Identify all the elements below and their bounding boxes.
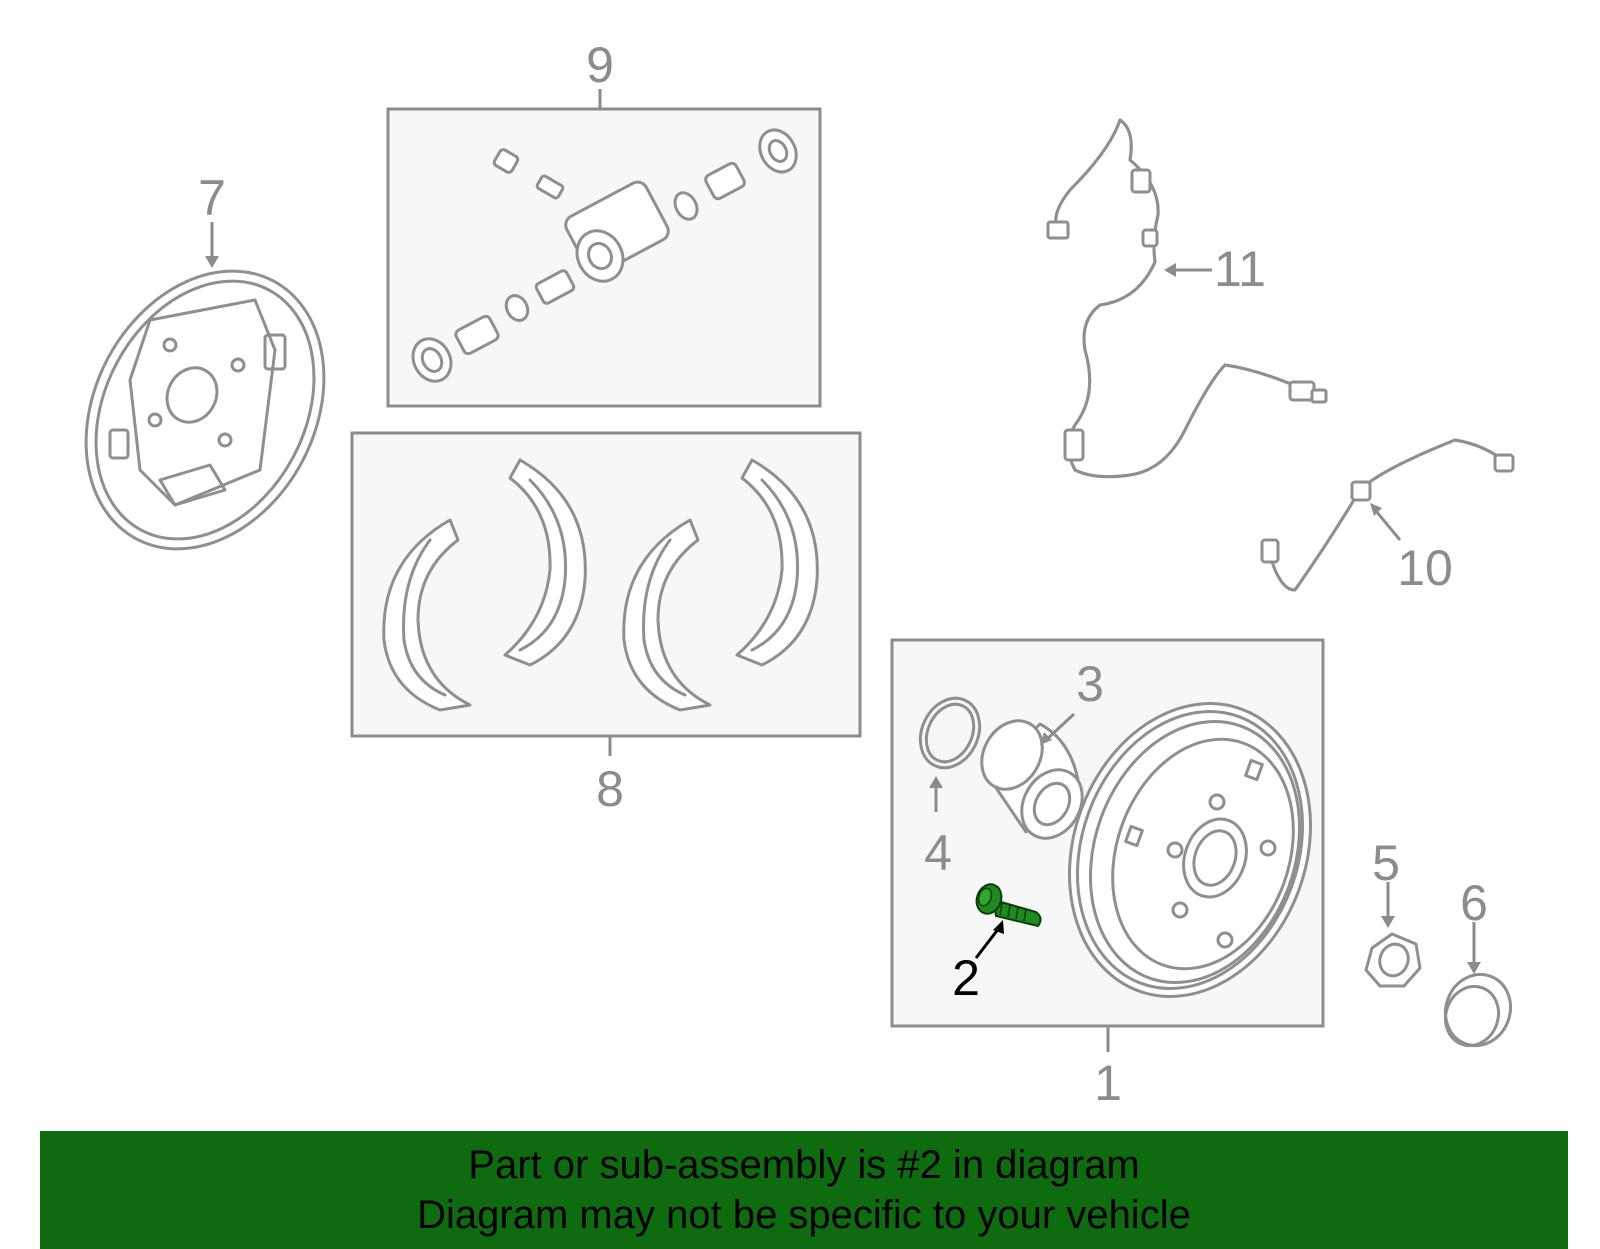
backing-plate-group[interactable] — [39, 222, 370, 591]
callout-4: 4 — [924, 825, 952, 881]
callout-7: 7 — [198, 170, 226, 226]
callout-2: 2 — [952, 950, 980, 1006]
grease-cap-icon — [1444, 972, 1512, 1048]
arrow-3 — [1040, 732, 1052, 745]
arrow-5 — [1381, 916, 1395, 928]
brake-line-icon — [1260, 438, 1515, 592]
arrow-4 — [929, 776, 943, 788]
callout-6: 6 — [1460, 875, 1488, 931]
arrow-7 — [205, 256, 219, 268]
leader-2 — [974, 927, 1001, 959]
callout-8: 8 — [596, 761, 624, 817]
arrow-11 — [1164, 263, 1176, 277]
callout-11: 11 — [1214, 241, 1266, 297]
hub-drum-group[interactable] — [890, 638, 1350, 1052]
callout-5: 5 — [1372, 835, 1400, 891]
banner-line-2: Diagram may not be specific to your vehi… — [417, 1193, 1191, 1237]
leader-10 — [1374, 510, 1402, 541]
callout-9: 9 — [586, 37, 614, 93]
grease-cap-group[interactable] — [1436, 922, 1521, 1055]
hub-nut-icon — [1364, 932, 1422, 988]
parts-diagram: 1 2 3 4 5 6 7 8 9 10 11 — [39, 37, 1521, 1111]
leader-3 — [1044, 712, 1076, 742]
wheel-bolt-icon[interactable] — [973, 881, 1042, 928]
arrow-10 — [1370, 503, 1382, 516]
brake-shoe-icon — [382, 458, 819, 712]
brake-shoes-group[interactable] — [350, 431, 862, 756]
callout-1: 1 — [1094, 1055, 1122, 1111]
brake-line-group[interactable] — [1260, 438, 1515, 592]
abs-sensor-group[interactable] — [1046, 118, 1328, 479]
arrow-2 — [993, 920, 1004, 934]
hub-nut-group[interactable] — [1364, 882, 1422, 988]
callout-3: 3 — [1076, 656, 1104, 712]
wheel-cylinder-icon — [411, 128, 798, 383]
backing-plate-icon — [84, 269, 326, 551]
wheel-cylinder-group[interactable] — [386, 89, 822, 408]
abs-sensor-icon — [1046, 118, 1328, 479]
wheel-bearing-icon — [980, 719, 1084, 840]
snap-ring-icon — [918, 696, 982, 770]
info-banner: Part or sub-assembly is #2 in diagram Di… — [40, 1131, 1568, 1249]
banner-line-1: Part or sub-assembly is #2 in diagram — [468, 1143, 1140, 1187]
brake-drum-icon — [1068, 702, 1312, 998]
arrow-6 — [1467, 962, 1481, 974]
callout-10: 10 — [1397, 540, 1453, 596]
